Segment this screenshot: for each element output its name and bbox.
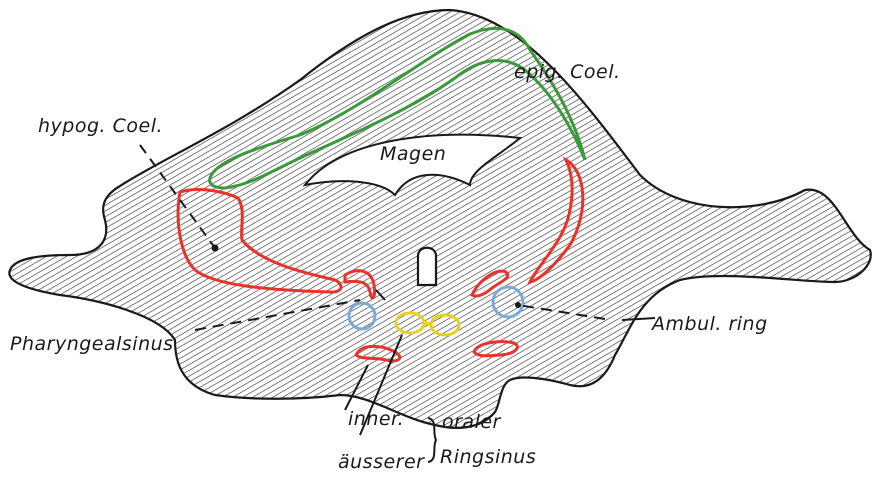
pharynx-lumen bbox=[418, 248, 436, 285]
body-section bbox=[9, 10, 870, 428]
label-hypogastric-coelom: hypog. Coel. bbox=[38, 115, 163, 137]
label-outer: äusserer bbox=[338, 451, 425, 473]
label-ambulacral-ring: Ambul. ring bbox=[650, 313, 768, 335]
label-stomach: Magen bbox=[380, 143, 446, 165]
label-ring-sinus: Ringsinus bbox=[440, 446, 536, 468]
label-epigastric-coelom: epig. Coel. bbox=[514, 61, 621, 83]
label-pharyngeal-sinus: Pharyngealsinus bbox=[10, 333, 174, 355]
label-inner: inner. bbox=[348, 408, 404, 430]
label-oral: oraler bbox=[442, 411, 502, 433]
